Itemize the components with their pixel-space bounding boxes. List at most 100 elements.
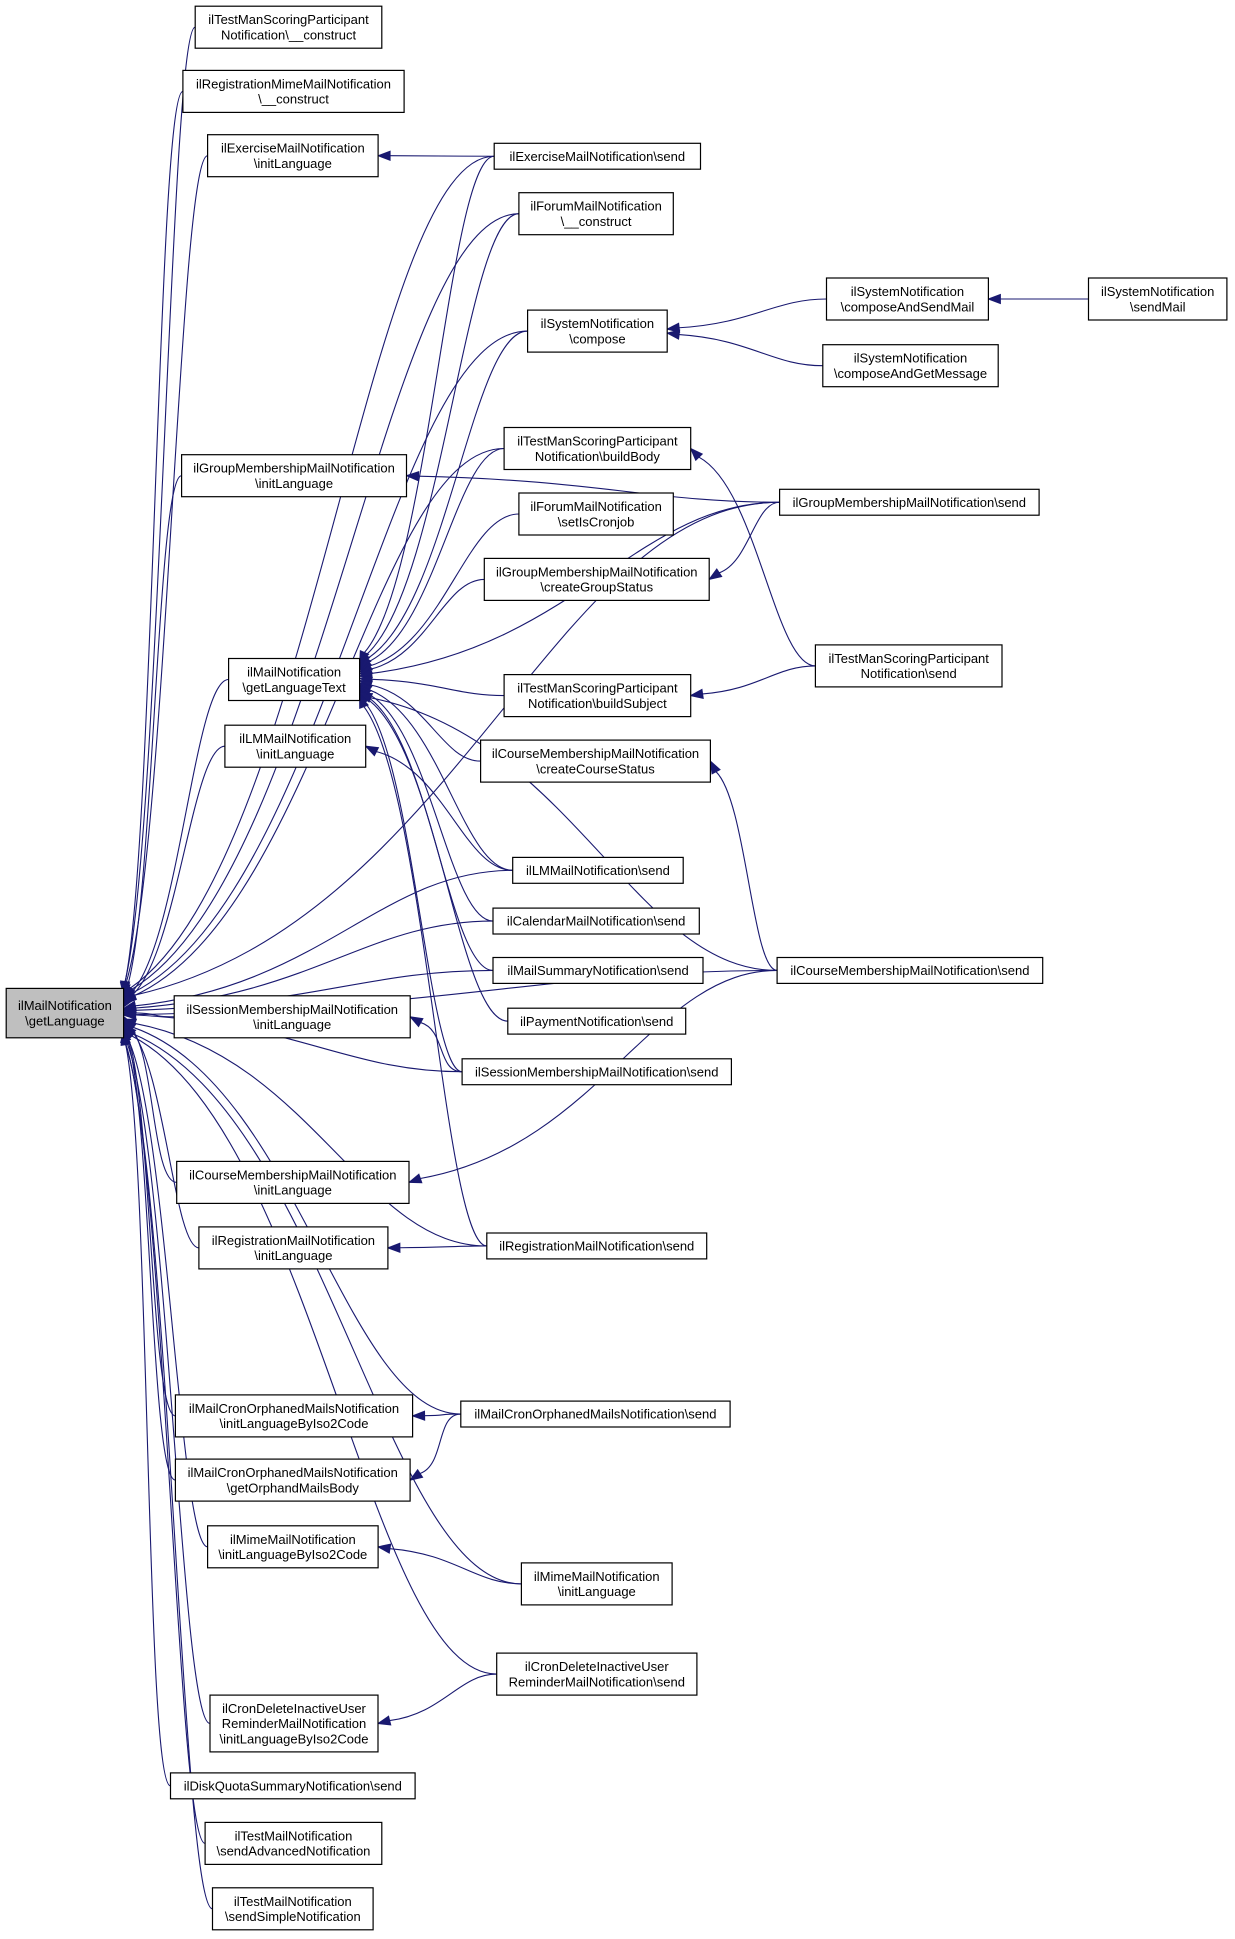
node-croil[interactable]: ilMailCronOrphanedMailsNotification\init… [174, 1394, 414, 1438]
node-paysend[interactable]: ilPaymentNotification\send [507, 1007, 687, 1035]
node-forcron[interactable]: ilForumMailNotification\setIsCronjob [518, 492, 674, 536]
node-tmsbs[interactable]: ilTestManScoringParticipantNotification\… [503, 673, 692, 718]
node-gmsend[interactable]: ilGroupMembershipMailNotification\send [778, 488, 1040, 516]
node-box [182, 69, 405, 114]
edge-tmssend-to-tmsbs [689, 665, 816, 700]
edge-gmsend-to-gmil [405, 471, 780, 503]
node-label: \composeAndSendMail [841, 299, 975, 314]
node-box [492, 956, 704, 984]
node-box [492, 907, 700, 935]
edge-lmsend-to-root [122, 869, 513, 1011]
node-label: ilLMMailNotification [239, 731, 351, 746]
edge-sysCAGM-to-sysc [665, 329, 823, 367]
node-label: ilCourseMembershipMailNotification\send [790, 963, 1029, 978]
node-box [169, 1772, 416, 1800]
edge-line [131, 213, 519, 991]
edge-exsend-to-exil [376, 150, 495, 161]
edge-line [370, 578, 485, 670]
node-forc[interactable]: ilForumMailNotification\__construct [518, 192, 674, 236]
node-mimeil[interactable]: ilMimeMailNotification\initLanguage [520, 1562, 673, 1606]
node-mssend[interactable]: ilMailSummaryNotification\send [492, 956, 704, 984]
node-box [822, 344, 999, 388]
node-label: ilMimeMailNotification [230, 1532, 356, 1547]
node-exsend[interactable]: ilExerciseMailNotification\send [493, 142, 702, 170]
edge-arrowhead [408, 1468, 424, 1481]
node-cmil[interactable]: ilCourseMembershipMailNotification\initL… [176, 1160, 410, 1205]
node-sysSM[interactable]: ilSystemNotification\sendMail [1087, 277, 1228, 321]
node-box [228, 657, 361, 702]
edge-cmsend-to-glt [358, 692, 778, 971]
edge-line [363, 706, 487, 1247]
node-dqsend[interactable]: ilDiskQuotaSummaryNotification\send [169, 1772, 416, 1800]
node-label: ReminderMailNotification [222, 1716, 367, 1731]
node-tmssend[interactable]: ilTestManScoringParticipantNotification\… [814, 644, 1003, 688]
node-lmsend[interactable]: ilLMMailNotification\send [512, 856, 684, 884]
edge-line [715, 771, 778, 971]
node-cmsend[interactable]: ilCourseMembershipMailNotification\send [776, 956, 1044, 984]
node-gmil[interactable]: ilGroupMembershipMailNotification\initLa… [181, 454, 408, 498]
node-rmimec[interactable]: ilRegistrationMimeMailNotification\__con… [182, 69, 405, 114]
node-glt[interactable]: ilMailNotification\getLanguageText [228, 657, 361, 702]
node-label: ilRegistrationMimeMailNotification [196, 76, 391, 91]
node-label: ilExerciseMailNotification [221, 141, 365, 156]
edge-line [135, 869, 513, 1007]
edge-line [131, 330, 528, 994]
node-tmssn[interactable]: ilTestMailNotification\sendSimpleNotific… [211, 1887, 374, 1931]
node-box [493, 142, 702, 170]
node-label: \sendAdvancedNotification [216, 1844, 370, 1859]
edge-line [135, 1012, 175, 1018]
edge-line [370, 697, 778, 971]
node-exil[interactable]: ilExerciseMailNotification\initLanguage [207, 134, 379, 178]
node-box [483, 557, 710, 602]
node-box [194, 5, 383, 49]
call-nodes: ilMailNotification\getLanguage ilTestManS… [5, 5, 1228, 1931]
node-smil[interactable]: ilSessionMembershipMailNotification\init… [173, 995, 411, 1039]
node-calsend[interactable]: ilCalendarMailNotification\send [492, 907, 700, 935]
node-croomb[interactable]: ilMailCronOrphanedMailsNotification\getO… [174, 1458, 411, 1502]
node-box [486, 1232, 708, 1260]
edge-line [698, 456, 816, 667]
node-tmsan[interactable]: ilTestMailNotification\sendAdvancedNotif… [204, 1821, 383, 1866]
node-label: ilMailCronOrphanedMailsNotification [189, 1401, 399, 1416]
node-label: ilSessionMembershipMailNotification [186, 1002, 398, 1017]
node-label: Notification\send [861, 666, 957, 681]
node-sysCASM[interactable]: ilSystemNotification\composeAndSendMail [825, 277, 989, 321]
edge-arrowhead [122, 993, 135, 1009]
edge-exsend-to-glt [359, 155, 495, 665]
node-label: ilForumMailNotification [530, 199, 661, 214]
node-regsend[interactable]: ilRegistrationMailNotification\send [486, 1232, 708, 1260]
node-cdisend[interactable]: ilCronDeleteInactiveUserReminderMailNoti… [496, 1652, 698, 1696]
node-label: ilLMMailNotification\send [526, 863, 670, 878]
node-tmspc[interactable]: ilTestManScoringParticipantNotification\… [194, 5, 383, 49]
node-lmil[interactable]: ilLMMailNotification\initLanguage [224, 724, 367, 768]
node-regil[interactable]: ilRegistrationMailNotification\initLangu… [198, 1226, 389, 1270]
node-box [778, 488, 1040, 516]
edge-lmsend-to-lmil [364, 745, 513, 871]
node-box [520, 1562, 673, 1606]
node-sysCAGM[interactable]: ilSystemNotification\composeAndGetMessag… [822, 344, 999, 388]
node-tmsbb[interactable]: ilTestManScoringParticipantNotification\… [503, 426, 692, 471]
edge-line [719, 501, 780, 574]
node-label: ilPaymentNotification\send [520, 1014, 673, 1029]
node-root[interactable]: ilMailNotification\getLanguage [5, 987, 125, 1039]
node-cmccs[interactable]: ilCourseMembershipMailNotification\creat… [480, 739, 712, 783]
call-edges [119, 26, 1089, 1910]
node-label: \initLanguage [254, 156, 332, 171]
edge-line [364, 701, 463, 1073]
edge-line [389, 1673, 497, 1722]
node-box [209, 1694, 379, 1753]
node-sysc[interactable]: ilSystemNotification\compose [526, 309, 668, 353]
node-gmcgs[interactable]: ilGroupMembershipMailNotification\create… [483, 557, 710, 602]
node-label: Notification\buildBody [535, 449, 661, 464]
edge-cmsend-to-cmccs [709, 759, 778, 971]
node-smsend[interactable]: ilSessionMembershipMailNotification\send [461, 1058, 732, 1086]
node-box [174, 1458, 411, 1502]
node-cdiiso[interactable]: ilCronDeleteInactiveUserReminderMailNoti… [209, 1694, 379, 1753]
node-crosend[interactable]: ilMailCronOrphanedMailsNotification\send [460, 1400, 731, 1428]
edge-sysCASM-to-sysc [665, 298, 827, 333]
node-label: \initLanguageByIso2Code [220, 1731, 369, 1746]
node-label: ilMailNotification [247, 664, 341, 679]
node-mimeiso[interactable]: ilMimeMailNotification\initLanguageByIso… [207, 1525, 379, 1569]
node-label: \initLanguage [254, 1183, 332, 1198]
node-label: ilSessionMembershipMailNotification\send [475, 1064, 719, 1079]
